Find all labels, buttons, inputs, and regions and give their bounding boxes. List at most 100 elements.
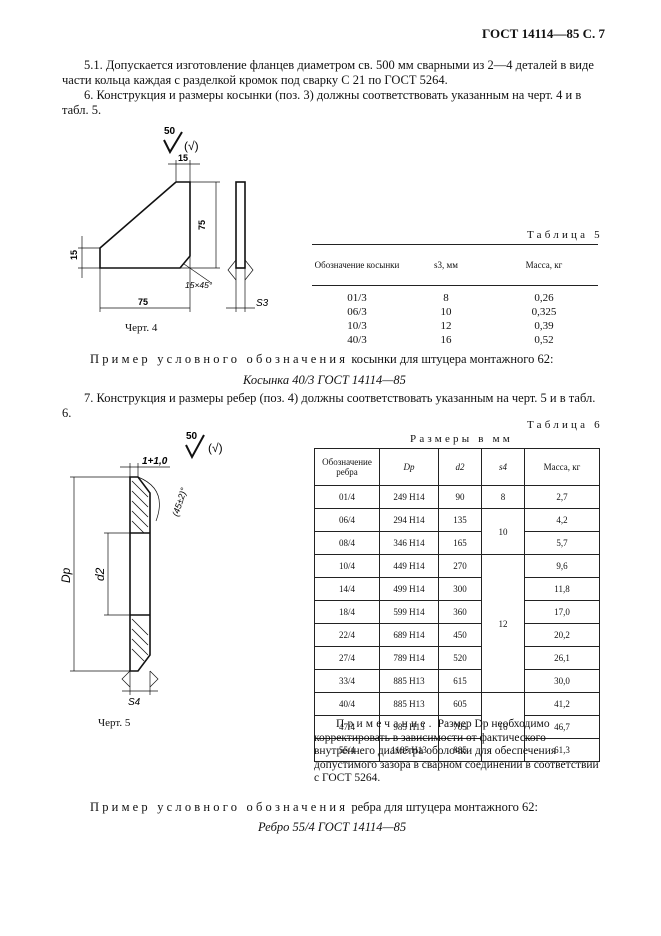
t6-cell: 599 H14 <box>379 600 439 624</box>
t6-cell: 689 H14 <box>379 623 439 647</box>
t6-cell: 346 H14 <box>379 531 439 555</box>
t6-cell: 605 <box>438 692 482 716</box>
table-6: Обозначение ребра Dp d2 s4 Масса, кг 01/… <box>314 448 600 762</box>
fig4-dim-top: 15 <box>178 153 188 163</box>
figure-4-drawing: 50 (√) 15 75 15 15×45° 75 S3 <box>69 126 269 312</box>
t6-cell: 90 <box>438 485 482 509</box>
t6-cell: 18/4 <box>314 600 380 624</box>
t6-cell: 2,7 <box>524 485 600 509</box>
gusset-outline <box>99 181 191 269</box>
table6-note: Примечание. Размер Dp необходимо коррект… <box>314 718 604 786</box>
t6-cell: 14/4 <box>314 577 380 601</box>
fig4-dim-bottom: 75 <box>138 297 148 307</box>
table5-title: Таблица 5 <box>527 229 603 241</box>
t6-cell: 499 H14 <box>379 577 439 601</box>
t6-cell: 4,2 <box>524 508 600 532</box>
example-1: Пример условного обозначения косынки для… <box>90 352 630 367</box>
t6-cell: 165 <box>438 531 482 555</box>
fig5-roughness-paren-wrap: (√) <box>208 441 223 455</box>
fig5-dim-dp: Dp <box>60 567 73 583</box>
t6-header-d2: d2 <box>438 448 482 486</box>
t6-cell: 294 H14 <box>379 508 439 532</box>
t6-cell: 985 H13 <box>379 715 439 739</box>
t6-cell: 885 H13 <box>379 669 439 693</box>
fig4-dim-chamfer: 15×45° <box>185 280 213 290</box>
fig5-roughness: 50 <box>186 431 198 442</box>
t5-header-s3: s3, мм <box>434 260 458 270</box>
t6-cell: 885 <box>438 738 482 762</box>
t6-s4-group: 10 <box>481 508 525 555</box>
fig5-dim-d2: d2 <box>93 567 107 581</box>
page-header: ГОСТ 14114—85 С. 7 <box>482 26 605 41</box>
fig5-dim-angle: (45±2)° <box>170 486 189 518</box>
t5-cell: 16 <box>440 334 452 346</box>
t6-cell: 17,0 <box>524 600 600 624</box>
t6-cell: 26,1 <box>524 646 600 670</box>
paragraph-6: 6. Конструкция и размеры косынки (поз. 3… <box>62 88 582 117</box>
t5-cell: 10/3 <box>347 320 367 332</box>
fig4-dim-left: 15 <box>69 250 79 260</box>
paragraph-7: 7. Конструкция и размеры ребер (поз. 4) … <box>62 391 596 420</box>
t6-cell: 55/4 <box>314 738 380 762</box>
t6-s4-group: 12 <box>481 554 525 693</box>
t6-cell: 06/4 <box>314 508 380 532</box>
t6-cell: 30,0 <box>524 669 600 693</box>
t5-cell: 8 <box>443 292 449 304</box>
t5-cell: 01/3 <box>347 292 367 304</box>
example1-label: Пример условного обозначения <box>90 352 349 366</box>
t6-cell: 22/4 <box>314 623 380 647</box>
t6-cell: 47/4 <box>314 715 380 739</box>
t5-cell: 10 <box>440 306 452 318</box>
t6-cell: 9,6 <box>524 554 600 578</box>
example2-label: Пример условного обозначения <box>90 800 349 814</box>
t6-cell: 01/4 <box>314 485 380 509</box>
t6-cell: 27/4 <box>314 646 380 670</box>
t5-cell: 0,325 <box>531 306 557 318</box>
figure-5-caption: Черт. 5 <box>98 717 131 729</box>
t6-header-s4: s4 <box>481 448 525 486</box>
fig4-roughness-paren: (√) <box>184 139 199 153</box>
fig4-roughness: 50 <box>164 126 176 137</box>
gusset-side-view <box>235 181 246 269</box>
t6-cell: 789 H14 <box>379 646 439 670</box>
t5-header-designation: Обозначение косынки <box>314 260 400 270</box>
t6-cell: 08/4 <box>314 531 380 555</box>
roughness-check-icon <box>185 434 205 460</box>
t5-header-mass: Масса, кг <box>525 260 563 270</box>
example2-text: ребра для штуцера монтажного 62: <box>351 800 538 814</box>
table-5: Обозначение косынки s3, мм Масса, кг 01/… <box>312 244 598 347</box>
t6-cell: 615 <box>438 669 482 693</box>
t5-cell: 06/3 <box>347 306 367 318</box>
t5-cell: 0,52 <box>534 334 554 346</box>
fig5-dim-s4: S4 <box>128 697 141 708</box>
t6-header-dp: Dp <box>379 448 439 486</box>
t6-cell: 33/4 <box>314 669 380 693</box>
fig4-dim-thickness: S3 <box>256 298 269 309</box>
t6-cell: 450 <box>438 623 482 647</box>
t6-header-mass: Масса, кг <box>524 448 600 486</box>
t6-cell: 20,2 <box>524 623 600 647</box>
note-text: Размер Dp необходимо корректировать в за… <box>314 718 599 784</box>
t6-cell: 61,3 <box>524 738 600 762</box>
t6-cell: 5,7 <box>524 531 600 555</box>
t6-cell: 10/4 <box>314 554 380 578</box>
example1-code: Косынка 40/3 ГОСТ 14114—85 <box>243 373 406 387</box>
t5-cell: 0,26 <box>534 292 554 304</box>
note-label: Примечание. <box>336 718 435 730</box>
t6-cell: 300 <box>438 577 482 601</box>
t6-cell: 8 <box>481 485 525 509</box>
t6-header-designation: Обозначение ребра <box>314 448 380 486</box>
t5-cell: 12 <box>440 320 452 332</box>
figure-4-caption: Черт. 4 <box>125 322 158 334</box>
t6-cell: 41,2 <box>524 692 600 716</box>
paragraph-5-1: 5.1. Допускается изготовление фланцев ди… <box>62 58 594 87</box>
t6-cell: 885 H13 <box>379 692 439 716</box>
t6-cell: 249 H14 <box>379 485 439 509</box>
t6-cell: 449 H14 <box>379 554 439 578</box>
example1-text: косынки для штуцера монтажного 62: <box>351 352 554 366</box>
t6-cell: 1185 H13 <box>379 738 439 762</box>
t6-cell: 40/4 <box>314 692 380 716</box>
roughness-check-icon <box>163 131 183 155</box>
fig5-dim-top: 1+1,0 <box>142 456 168 467</box>
t6-cell: 520 <box>438 646 482 670</box>
